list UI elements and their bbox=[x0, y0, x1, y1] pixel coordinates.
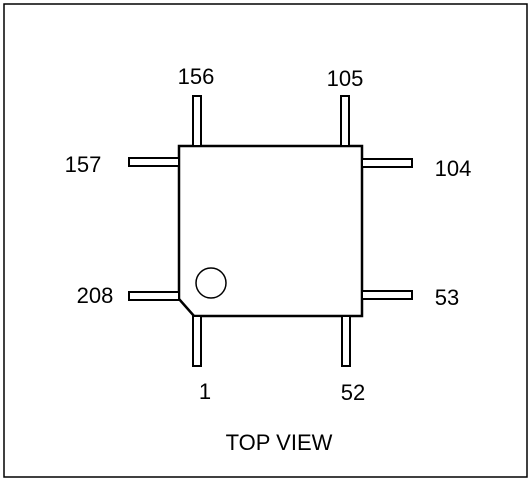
lead-left-lower bbox=[128, 291, 180, 301]
pin-label-105: 105 bbox=[327, 66, 364, 91]
lead-left-upper bbox=[128, 157, 180, 167]
pin-label-1: 1 bbox=[199, 379, 211, 404]
package-body bbox=[177, 144, 364, 318]
lead-bottom-left bbox=[192, 315, 202, 367]
lead-top-right bbox=[340, 95, 350, 147]
diagram-caption: TOP VIEW bbox=[226, 430, 333, 455]
pin-label-53: 53 bbox=[435, 285, 459, 310]
pin-label-104: 104 bbox=[435, 156, 472, 181]
lead-bottom-right bbox=[341, 315, 351, 367]
figure-frame bbox=[3, 3, 528, 478]
pin-label-52: 52 bbox=[341, 380, 365, 405]
lead-right-upper bbox=[361, 158, 413, 168]
pin-label-157: 157 bbox=[65, 152, 102, 177]
pin-label-208: 208 bbox=[77, 283, 114, 308]
lead-top-left bbox=[192, 95, 202, 147]
lead-right-lower bbox=[361, 290, 413, 300]
pin-label-156: 156 bbox=[178, 64, 215, 89]
pin1-marker-icon bbox=[195, 267, 227, 299]
